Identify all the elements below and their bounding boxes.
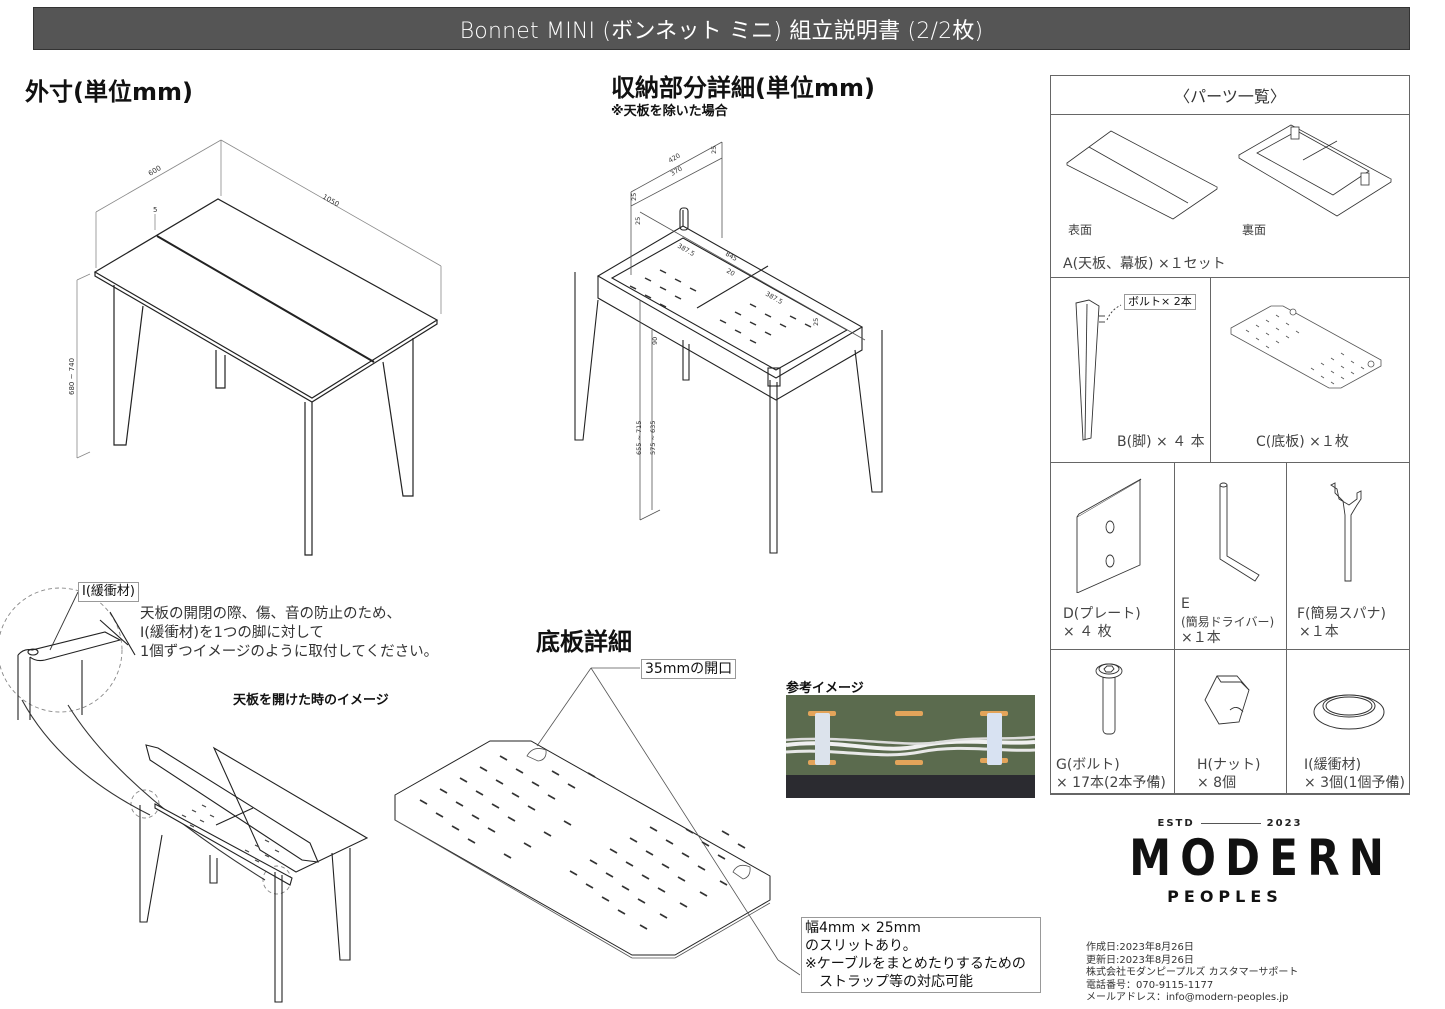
document-title-bar: Bonnet MINI (ボンネット ミニ) 組立説明書 (2/2枚)	[33, 7, 1410, 50]
brand-name: MODERN	[1129, 829, 1394, 887]
part-i-line1: I(緩衝材)	[1304, 757, 1362, 773]
brand-year: 2023	[1266, 818, 1303, 829]
open-table-caption: 天板を開けた時のイメージ	[233, 693, 389, 708]
cushion-line-1: 天板の開閉の際、傷、音の防止のため、	[140, 606, 401, 622]
plate-icon	[1076, 478, 1142, 593]
wrench-icon	[1330, 482, 1362, 582]
part-c-name: C(底板) ×１枚	[1256, 434, 1349, 450]
svg-text:655 ~ 715: 655 ~ 715	[635, 421, 643, 455]
part-i-cell: I(緩衝材) × 3個(1個予備)	[1286, 649, 1410, 795]
part-g-line2: × 17本(2本予備)	[1056, 775, 1166, 791]
storage-detail-note: ※天板を除いた場合	[611, 104, 728, 119]
brand-sub: PEOPLES	[1167, 887, 1283, 906]
svg-text:20: 20	[725, 267, 736, 278]
svg-text:25: 25	[634, 217, 642, 225]
part-e-line1: E	[1181, 596, 1190, 612]
parts-list-title-text: 〈パーツ一覧〉	[1174, 87, 1286, 106]
part-e-cell: E (簡易ドライバー) ×１本	[1174, 462, 1287, 650]
part-b-cell: ボルト× 2本 B(脚) × ４ 本	[1050, 277, 1211, 463]
svg-text:420: 420	[667, 152, 682, 165]
storage-detail-heading: 収納部分詳細(単位mm)	[611, 74, 875, 102]
part-f-line1: F(簡易スパナ)	[1297, 606, 1386, 622]
svg-text:600: 600	[147, 164, 163, 178]
reference-image-caption: 参考イメージ	[786, 681, 864, 696]
svg-text:25: 25	[710, 146, 718, 154]
parts-list: 〈パーツ一覧〉 表面 裏面 A(天板、幕板) ×１セット	[1050, 75, 1410, 795]
slit-line-4: ストラップ等の対応可能	[805, 974, 973, 990]
svg-text:25: 25	[812, 318, 820, 326]
svg-text:1050: 1050	[321, 193, 340, 209]
created-date: 作成日:2023年8月26日	[1086, 942, 1194, 953]
svg-text:680 ~ 740: 680 ~ 740	[68, 358, 76, 395]
part-e-line2: (簡易ドライバー)	[1181, 615, 1275, 629]
phone-number: 電話番号：070-9115-1177	[1086, 979, 1214, 991]
document-title: Bonnet MINI (ボンネット ミニ) 組立説明書 (2/2枚)	[459, 18, 984, 44]
svg-text:370: 370	[669, 165, 684, 178]
outer-dimensions-heading: 外寸(単位mm)	[25, 78, 193, 106]
brand-estd: ESTD	[1157, 818, 1195, 829]
bottom-plate-icon	[1230, 305, 1382, 389]
slit-line-3: ※ケーブルをまとめたりするための	[805, 956, 1026, 972]
tabletop-icon	[1066, 124, 1392, 220]
part-g-cell: G(ボルト) × 17本(2本予備)	[1050, 649, 1175, 795]
bolt-icon	[1095, 663, 1123, 735]
svg-text:387.5: 387.5	[676, 242, 696, 258]
bottom-detail-heading: 底板詳細	[536, 628, 632, 656]
brand-estd-row: ESTD 2023	[1110, 818, 1350, 829]
part-b-name: B(脚) × ４ 本	[1117, 434, 1205, 450]
part-e-line3: ×１本	[1181, 630, 1221, 646]
part-f-cell: F(簡易スパナ) ×１本	[1286, 462, 1410, 650]
email-address: メールアドレス：info@modern-peoples.jp	[1086, 992, 1289, 1003]
contact-info: 作成日:2023年8月26日 更新日:2023年8月26日 株式会社モダンピープ…	[1086, 942, 1298, 1005]
svg-text:387.5: 387.5	[764, 290, 784, 306]
part-a-name: A(天板、幕板) ×１セット	[1063, 256, 1226, 272]
part-h-line2: × 8個	[1197, 775, 1237, 791]
slit-callout: 幅4mm × 25mm のスリットあり。 ※ケーブルをまとめたりするための スト…	[801, 917, 1041, 993]
svg-text:25: 25	[630, 193, 638, 201]
part-a-front-label: 表面	[1068, 223, 1093, 237]
cushion-instructions: 天板の開閉の際、傷、音の防止のため、 I(緩衝材)を1つの脚に対して 1個ずつイ…	[140, 605, 438, 662]
part-g-line1: G(ボルト)	[1056, 757, 1120, 773]
part-f-line2: ×１本	[1299, 624, 1339, 640]
brand-divider	[1200, 823, 1261, 824]
company-name: 株式会社モダンピープルズ カスタマーサポート	[1086, 967, 1299, 978]
cushion-line-2: I(緩衝材)を1つの脚に対して	[140, 625, 324, 641]
part-a-back-label: 裏面	[1242, 223, 1267, 237]
updated-date: 更新日:2023年8月26日	[1086, 954, 1194, 966]
hex-key-icon	[1219, 482, 1260, 582]
cushion-callout: I(緩衝材)	[78, 582, 139, 602]
cushion-line-3: 1個ずつイメージのように取付してください。	[140, 644, 439, 660]
part-c-cell: C(底板) ×１枚	[1210, 277, 1410, 463]
part-d-cell: D(プレート) × ４ 枚	[1050, 462, 1175, 650]
slit-line-1: 幅4mm × 25mm	[805, 920, 921, 936]
part-d-line2: × ４ 枚	[1063, 624, 1112, 640]
brand-logo: ESTD 2023 MODERN PEOPLES	[1110, 818, 1394, 906]
part-h-cell: H(ナット) × 8個	[1174, 649, 1287, 795]
part-d-line1: D(プレート)	[1063, 606, 1141, 622]
bolt-callout: ボルト× 2本	[1124, 294, 1196, 310]
svg-text:90: 90	[651, 337, 659, 345]
svg-text:575 ~ 635: 575 ~ 635	[649, 421, 657, 455]
slit-line-2: のスリットあり。	[805, 938, 917, 954]
nut-icon	[1204, 675, 1250, 725]
parts-list-title: 〈パーツ一覧〉	[1050, 75, 1410, 115]
svg-text:845: 845	[724, 250, 739, 263]
opening-callout: 35mmの開口	[641, 659, 737, 679]
leg-icon	[1075, 299, 1122, 441]
part-h-line1: H(ナット)	[1197, 757, 1261, 773]
part-i-line2: × 3個(1個予備)	[1304, 775, 1405, 791]
svg-text:5: 5	[153, 206, 157, 214]
part-a-cell: 表面 裏面 A(天板、幕板) ×１セット	[1050, 114, 1410, 278]
cushion-icon	[1313, 694, 1385, 730]
